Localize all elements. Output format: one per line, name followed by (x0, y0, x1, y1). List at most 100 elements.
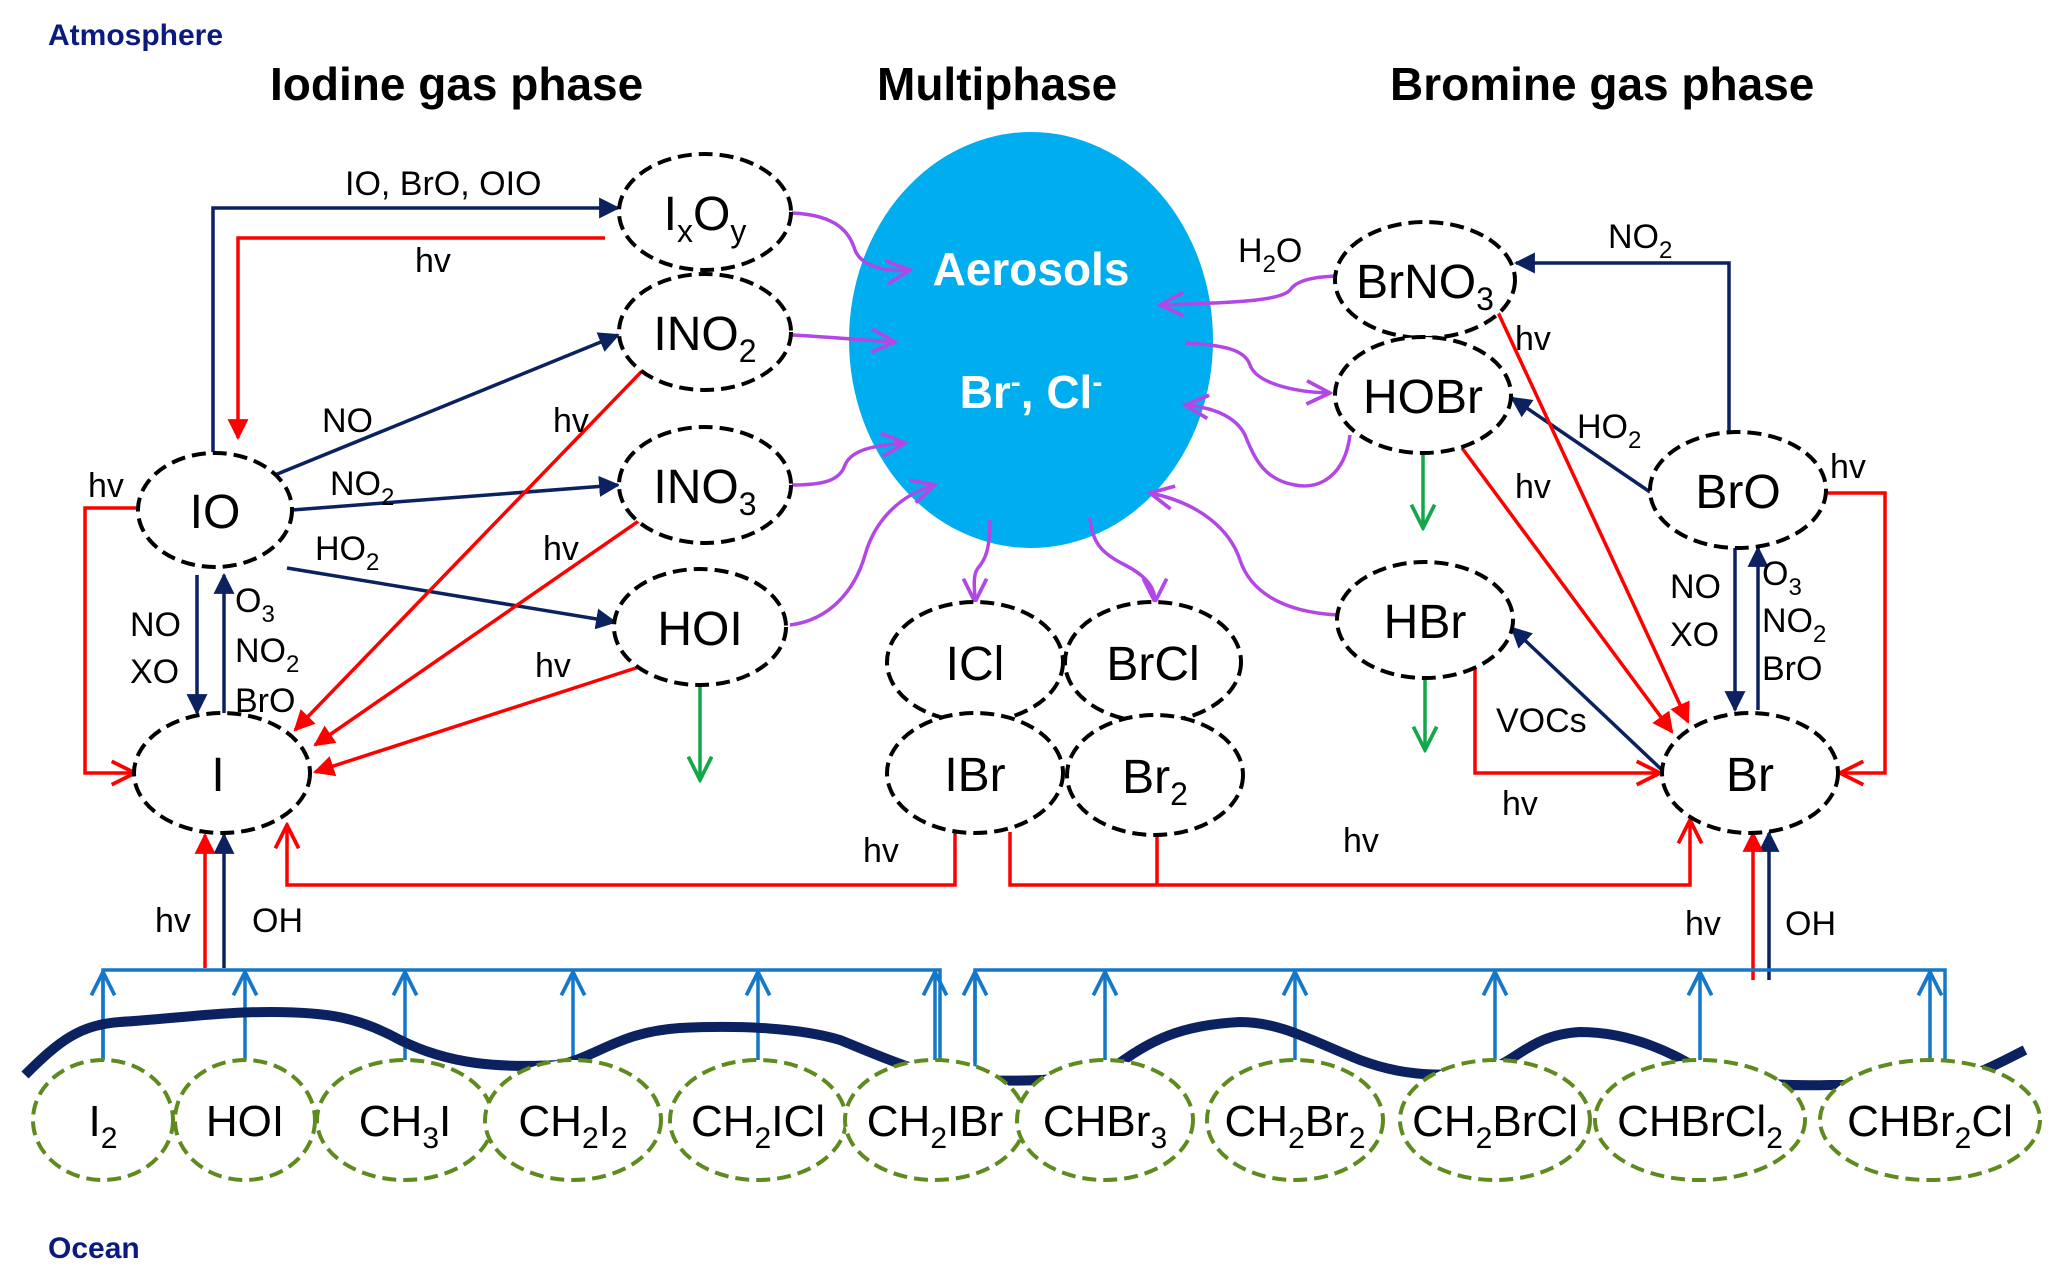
svg-text:HBr: HBr (1384, 596, 1467, 649)
arrow-brno3-photolysis (1494, 307, 1690, 724)
node-icl: ICl (885, 600, 1065, 724)
arrow-hobr-to-aerosol (1185, 405, 1352, 488)
ocean-species-node: I2 (31, 1058, 175, 1182)
aerosol-particle (849, 132, 1213, 548)
label-io-hv: hv (88, 467, 124, 505)
label-io-bro-oio: IO, BrO, OIO (345, 165, 541, 203)
aerosol-ions-label: Br-, Cl- (960, 366, 1103, 418)
ocean-species-label: CH3I (359, 1097, 451, 1155)
arrow-bro-to-brno3 (1513, 252, 1731, 433)
node-br: Br (1660, 711, 1840, 835)
arrow-ixoy-to-aerosol (791, 211, 910, 270)
iodine-reaction-labels: IO, BrO, OIO hv NO NO2 HO2 hv hv hv hv N… (88, 165, 1379, 940)
ocean-species-node: CH2Br2 (1205, 1058, 1385, 1182)
label-ixoy-hv: hv (415, 242, 451, 280)
ocean-species-node: CHBr3 (1015, 1058, 1195, 1182)
label-br-up-no2: NO2 (1762, 602, 1826, 648)
label-ino3-hv: hv (543, 530, 579, 568)
arrow-aerosol-to-icl (974, 519, 992, 602)
aerosol-label: Aerosols (933, 243, 1130, 295)
label-i-up-no2: NO2 (235, 632, 299, 678)
svg-text:IO: IO (190, 486, 241, 539)
ocean-species-label: CH2ICl (691, 1097, 825, 1155)
label-ho2: HO2 (315, 530, 379, 576)
arrow-hbr-to-aerosol (1150, 493, 1339, 617)
node-bro: BrO (1648, 430, 1828, 550)
arrow-io-to-ixoy (211, 197, 621, 452)
node-brcl: BrCl (1063, 600, 1243, 724)
ocean-species-node: HOI (173, 1058, 317, 1182)
arrow-hoi-to-aerosol (789, 485, 935, 627)
node-ibr: IBr (885, 711, 1065, 835)
svg-text:BrCl: BrCl (1106, 638, 1199, 691)
ocean-species-node: CHBr2Cl (1818, 1058, 2042, 1182)
label-i-source-hv: hv (155, 902, 191, 940)
ocean-species-label: CH2BrCl (1412, 1097, 1578, 1155)
label-bro-hv: hv (1830, 448, 1866, 486)
label-br-up-bro: BrO (1762, 650, 1822, 688)
arrow-hoi-photolysis (313, 663, 646, 777)
svg-text:BrO: BrO (1695, 466, 1780, 519)
iodine-reaction-arrows (186, 197, 621, 968)
label-br-down-xo: XO (1670, 616, 1719, 654)
bromine-reaction-arrows (1510, 252, 1780, 980)
atmosphere-label: Atmosphere (48, 19, 223, 52)
arrow-io-to-ino3 (291, 475, 621, 512)
node-io: IO (136, 451, 294, 569)
ocean-species-node: CH2I2 (483, 1058, 663, 1182)
svg-text:Br2: Br2 (1122, 751, 1188, 812)
arrow-bro-to-hobr (1510, 396, 1651, 494)
ocean-species-label: CH2I2 (518, 1097, 627, 1155)
emission-arrows (103, 968, 1947, 1072)
node-ixoy: IxOy (617, 152, 793, 272)
arrow-aerosol-to-hobr (1184, 341, 1330, 393)
label-br-down-no: NO (1670, 568, 1721, 606)
arrow-ixoy-photolysis (227, 236, 605, 441)
ocean-species-node: CH2IBr (843, 1058, 1027, 1182)
arrow-ibr-photolysis-to-i (287, 825, 957, 887)
label-io-down-no: NO (130, 606, 181, 644)
iodine-photolysis-arrows (83, 236, 957, 968)
multiphase-arrows (789, 211, 1352, 627)
arrow-io-to-hoi (286, 566, 618, 630)
svg-text:ICl: ICl (946, 638, 1005, 691)
label-io-down-xo: XO (130, 653, 179, 691)
svg-text:IBr: IBr (944, 749, 1005, 802)
arrow-ino3-to-aerosol (791, 443, 905, 487)
ocean-species-label: CHBrCl2 (1617, 1097, 1783, 1155)
arrow-io-photolysis (83, 506, 140, 773)
header-iodine-gas-phase: Iodine gas phase (270, 58, 643, 110)
arrow-ino2-photolysis (293, 368, 645, 732)
arrow-brno3-to-aerosol (1160, 274, 1339, 305)
header-multiphase: Multiphase (877, 58, 1117, 110)
svg-text:INO3: INO3 (653, 461, 756, 522)
label-br2-hv: hv (1343, 822, 1379, 860)
bromine-reaction-labels: H2O NO2 hv HO2 hv hv NO XO O3 NO2 BrO VO… (1238, 218, 1866, 943)
arrow-io-to-ino2 (269, 332, 620, 479)
arrow-bro-photolysis (1825, 491, 1887, 773)
ocean-species-node: CH3I (315, 1058, 495, 1182)
ocean-species-label: HOI (206, 1097, 284, 1146)
label-bro-no2: NO2 (1608, 218, 1672, 264)
deposition-arrows (700, 452, 1425, 780)
label-i-up-o3: O3 (235, 582, 275, 628)
svg-text:HOI: HOI (657, 603, 742, 656)
svg-text:HOBr: HOBr (1363, 371, 1483, 424)
ocean-species-label: I2 (89, 1097, 118, 1155)
arrow-aerosol-to-brcl (1088, 517, 1155, 602)
label-br-up-o3: O3 (1762, 555, 1802, 601)
ocean-species-node: CHBrCl2 (1593, 1058, 1807, 1182)
label-ibr-hv: hv (863, 832, 899, 870)
arrow-br2-photolysis-to-br (1008, 820, 1690, 887)
svg-text:INO2: INO2 (653, 308, 756, 369)
arrow-hbr-photolysis (1473, 668, 1660, 773)
node-hoi: HOI (612, 567, 788, 687)
label-no: NO (322, 402, 373, 440)
node-hobr: HOBr (1333, 335, 1513, 455)
label-br-source-oh: OH (1785, 905, 1836, 943)
label-i-source-oh: OH (252, 902, 303, 940)
label-vocs: VOCs (1496, 702, 1587, 740)
arrow-ino2-to-aerosol (791, 335, 895, 342)
